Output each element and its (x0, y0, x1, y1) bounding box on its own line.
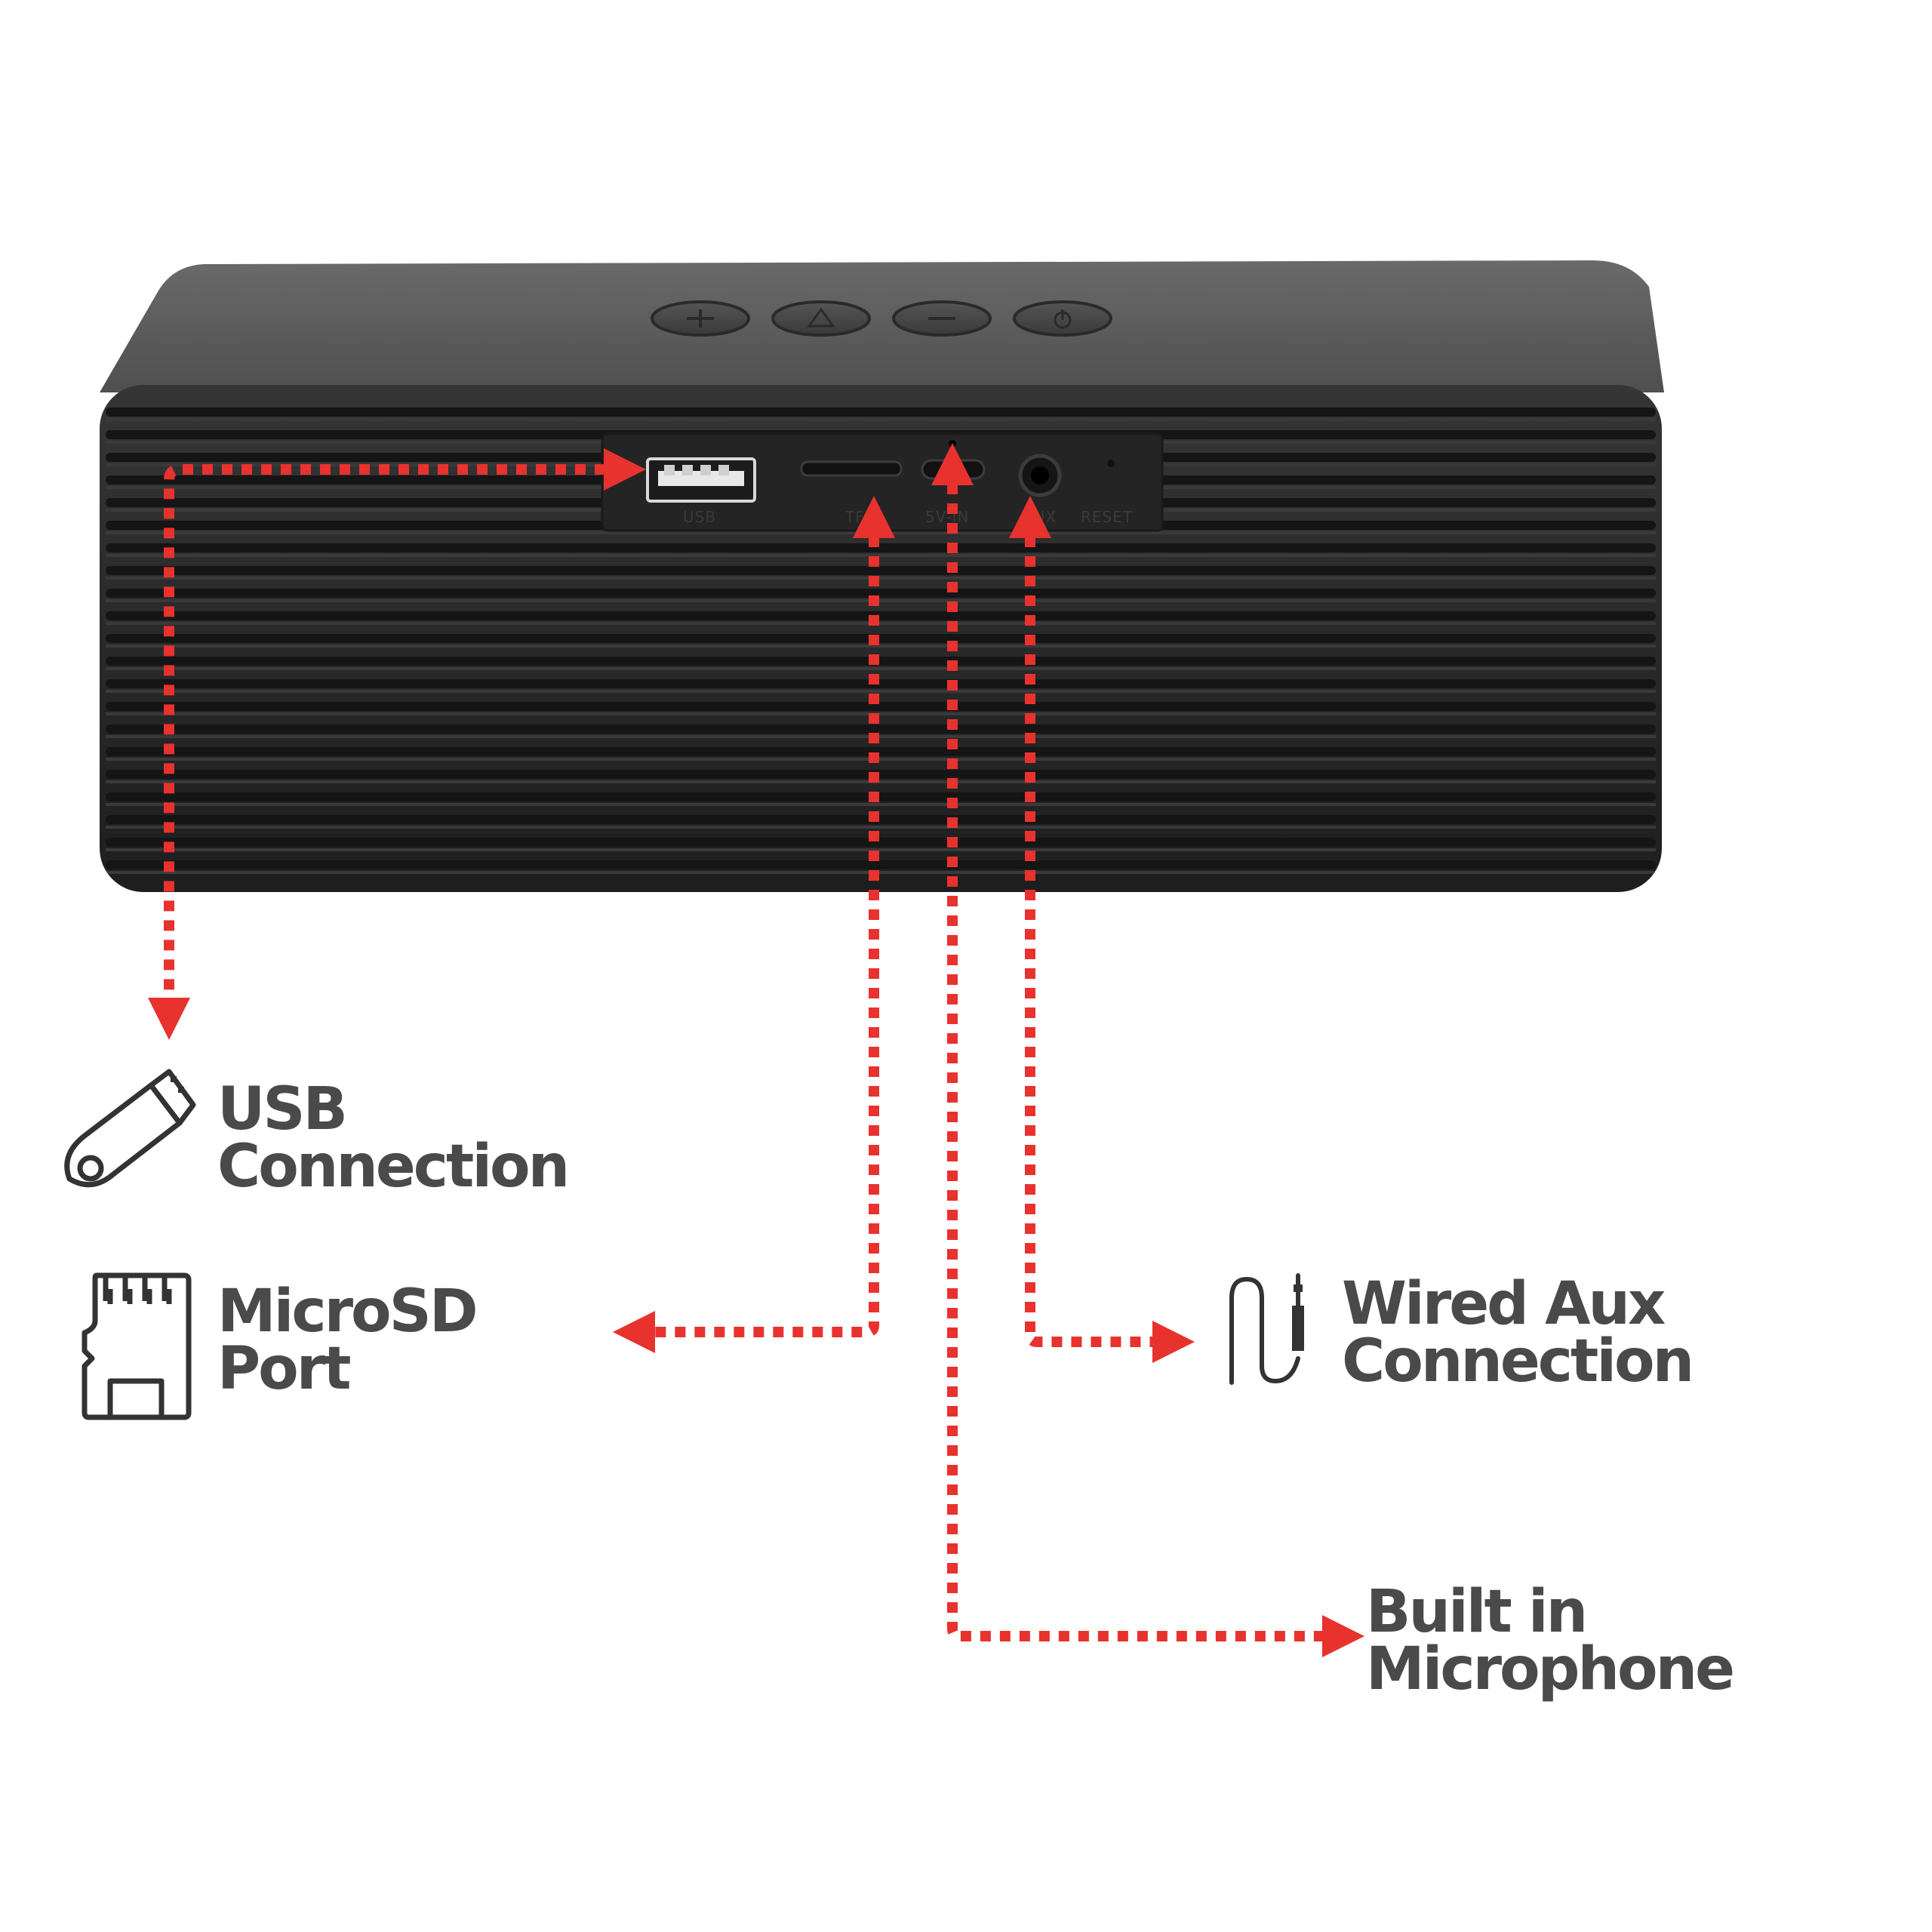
grille-highlight (106, 780, 1656, 783)
grille-highlight (106, 577, 1656, 580)
grille-slot (106, 543, 1656, 552)
speaker-top-surface (100, 260, 1664, 392)
plus-button (651, 300, 750, 337)
grille-highlight (106, 735, 1656, 738)
mic-label-line1: Built in (1366, 1578, 1588, 1646)
grille-slot (106, 589, 1656, 598)
grille-highlight (106, 826, 1656, 829)
minus-button (892, 300, 992, 337)
grille-slot (106, 724, 1656, 734)
grille-slot (106, 702, 1656, 711)
reset-label: RESET (1081, 508, 1133, 526)
grille-slot (106, 747, 1656, 756)
microsd-label-line1: MicroSD (217, 1278, 478, 1346)
usb-label-line1: USB (217, 1075, 348, 1143)
speaker: USB TF 5V-IN AUX RESET (100, 260, 1664, 892)
grille-highlight (106, 554, 1656, 557)
usb-drive-icon (64, 1069, 196, 1188)
port-panel: USB TF 5V-IN AUX RESET (601, 432, 1164, 532)
grille-highlight (106, 599, 1656, 602)
grille-highlight (106, 803, 1656, 806)
grille-highlight (106, 848, 1656, 851)
microsd-card-icon (82, 1272, 192, 1420)
grille-slot (106, 792, 1656, 801)
microphone-callout-arrow (931, 443, 1364, 1657)
grille-slot (106, 634, 1656, 643)
grille-highlight (106, 712, 1656, 715)
grille-slot (106, 838, 1656, 847)
mic-label-line2: Microphone (1366, 1635, 1735, 1703)
grille-slot (106, 566, 1656, 575)
grille-slot (106, 679, 1656, 688)
grille-slot (106, 815, 1656, 824)
aux-label-line2: Connection (1342, 1327, 1694, 1395)
usb-connection-label: USB Connection (217, 1075, 570, 1201)
usb-port: USB (646, 457, 756, 526)
grille-highlight (106, 622, 1656, 625)
play-button (771, 300, 871, 337)
grille-highlight (106, 667, 1656, 670)
microsd-label-line2: Port (217, 1335, 352, 1403)
aux-cable-icon (1229, 1273, 1304, 1385)
usb-label-line2: Connection (217, 1133, 570, 1201)
microsd-port-label: MicroSD Port (217, 1278, 478, 1403)
grille-highlight (106, 690, 1656, 693)
built-in-microphone-label: Built in Microphone (1366, 1578, 1735, 1703)
grille-slot (106, 657, 1656, 666)
microphone-hole (949, 440, 956, 448)
usb-port-label: USB (683, 508, 716, 526)
grille-slot (106, 860, 1656, 869)
microsd-callout-arrow (613, 496, 895, 1353)
grille-slot (106, 408, 1656, 417)
usb-callout-arrow (148, 448, 646, 1040)
grille-highlight (106, 418, 1656, 421)
microsd-slot-label: TF (844, 508, 865, 526)
callout-arrows (148, 443, 1364, 1657)
grille-slot (106, 611, 1656, 620)
grille-highlight (106, 645, 1656, 648)
grille-highlight (106, 531, 1656, 534)
aux-label-line1: Wired Aux (1342, 1270, 1666, 1338)
grille-slot (106, 770, 1656, 779)
grille-highlight (106, 871, 1656, 874)
power-button (1013, 300, 1112, 337)
aux-jack: AUX (1018, 454, 1062, 526)
grille-highlight (106, 758, 1656, 761)
wired-aux-connection-label: Wired Aux Connection (1342, 1270, 1694, 1395)
